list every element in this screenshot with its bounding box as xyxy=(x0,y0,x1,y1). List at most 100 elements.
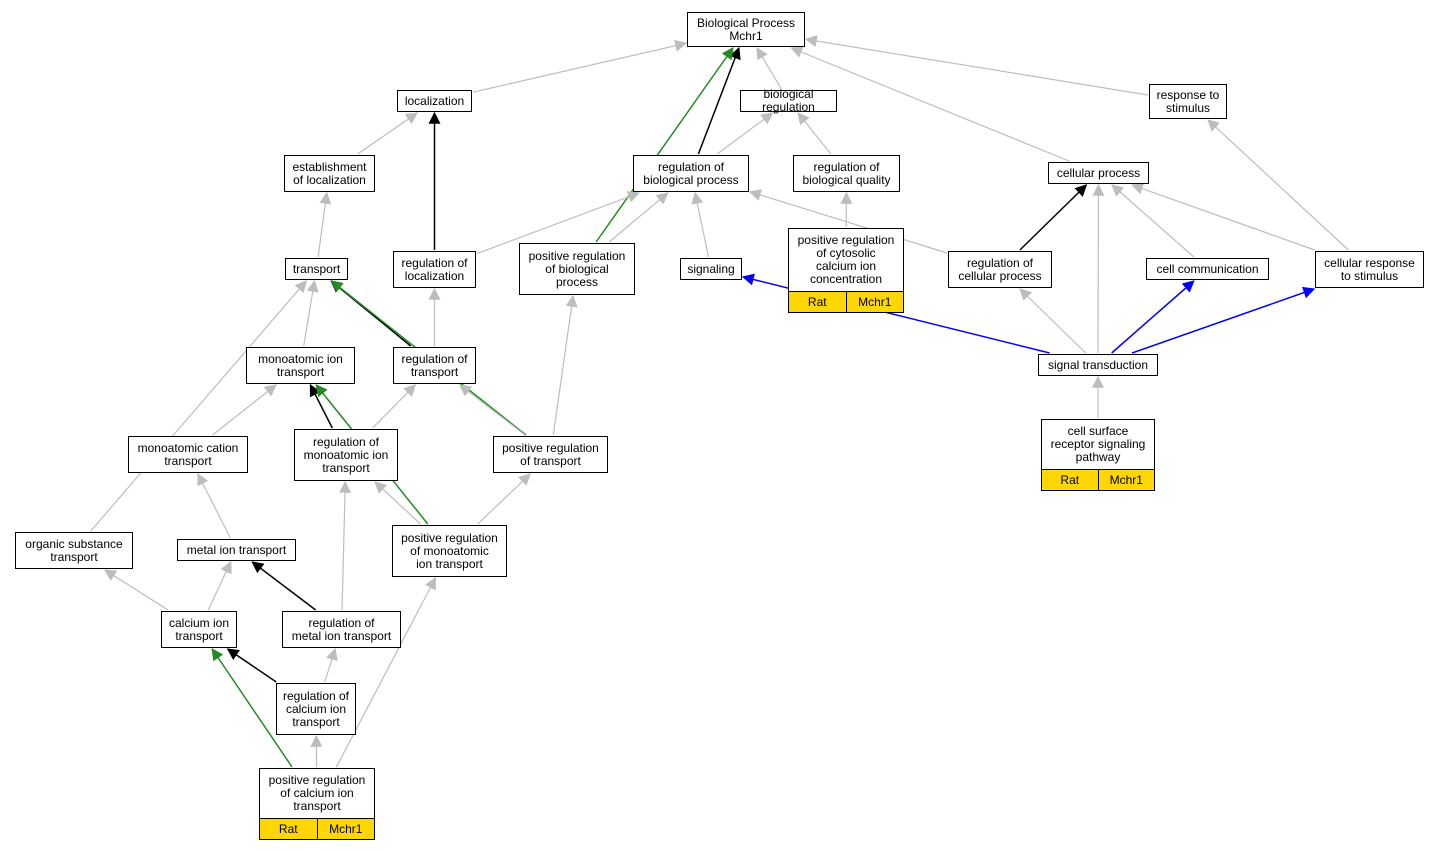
edge-sigtrans-to-cellresp xyxy=(1131,286,1316,354)
edge-regmonoion-to-monoion xyxy=(309,383,333,429)
edge-cellcomm-to-cellp xyxy=(1111,184,1195,258)
node-regulation-of-monoatomic-ion-transport[interactable]: regulation of monoatomic ion transport xyxy=(294,429,398,481)
edge-monocat-to-monoion xyxy=(212,384,277,436)
edge-transport-to-estloc xyxy=(317,191,332,258)
node-regulation-of-biological-quality[interactable]: regulation of biological quality xyxy=(793,155,900,192)
edge-sigtrans-to-regcellp xyxy=(1019,288,1087,354)
node-label: regulation of transport xyxy=(401,351,468,379)
node-label: signaling xyxy=(687,261,735,276)
edge-posregca-to-caion xyxy=(211,648,293,768)
node-label: Biological Process Mchr1 xyxy=(696,15,796,43)
node-label: monoatomic cation transport xyxy=(137,440,239,468)
edge-signaling-to-regbp xyxy=(691,191,710,258)
node-organic-substance-transport[interactable]: organic substance transport xyxy=(15,532,133,569)
edge-bioreg-to-bp xyxy=(756,46,782,90)
node-label: regulation of cellular process xyxy=(958,255,1042,283)
edge-regcaion-to-caion xyxy=(226,648,277,683)
node-positive-regulation-of-cytosolic-calcium-ion-concentration[interactable]: positive regulation of cytosolic calcium… xyxy=(788,228,904,313)
node-label: cell surface receptor signaling pathway xyxy=(1050,424,1146,464)
edge-regmetal-to-regmonoion xyxy=(339,480,352,611)
node-positive-regulation-of-biological-process[interactable]: positive regulation of biological proces… xyxy=(519,243,635,295)
node-regulation-of-metal-ion-transport[interactable]: regulation of metal ion transport xyxy=(282,611,401,648)
node-label: regulation of monoatomic ion transport xyxy=(303,434,389,475)
edge-regbp-to-bp xyxy=(697,46,741,155)
node-biological-regulation[interactable]: biological regulation xyxy=(740,87,837,114)
node-label: localization xyxy=(404,93,465,108)
node-label: regulation of localization xyxy=(401,255,468,283)
node-biological-process-mchr1[interactable]: Biological Process Mchr1 xyxy=(687,12,805,47)
node-label: transport xyxy=(292,261,341,276)
edge-regbp-to-bioreg xyxy=(716,112,774,155)
node-transport[interactable]: transport xyxy=(285,258,348,280)
edge-cellp-to-bp xyxy=(790,46,1070,162)
edge-posregmono-to-posregtrans xyxy=(477,473,531,525)
edge-regmonoion-to-regtrans xyxy=(372,384,417,429)
node-label: cell communication xyxy=(1156,261,1259,276)
edge-regcellp-to-regbp xyxy=(748,189,948,254)
node-monoatomic-ion-transport[interactable]: monoatomic ion transport xyxy=(246,347,355,384)
node-cell-communication[interactable]: cell communication xyxy=(1146,258,1269,280)
edge-caion-to-orgsub xyxy=(103,569,169,611)
node-regulation-of-biological-process[interactable]: regulation of biological process xyxy=(633,155,749,192)
edge-regloc-to-regbp xyxy=(476,191,641,255)
edge-estloc-to-loc xyxy=(357,112,419,155)
node-metal-ion-transport[interactable]: metal ion transport xyxy=(177,539,296,561)
edge-posregtrans-to-posregbp xyxy=(552,294,578,436)
edge-sigtrans-to-cellp xyxy=(1092,183,1105,354)
node-label: organic substance transport xyxy=(25,536,123,564)
node-label: monoatomic ion transport xyxy=(258,351,343,379)
node-response-to-stimulus[interactable]: response to stimulus xyxy=(1149,84,1227,119)
node-signal-transduction[interactable]: signal transduction xyxy=(1038,354,1158,376)
gene-tag[interactable]: Mchr1 xyxy=(1097,470,1154,490)
species-tag[interactable]: Rat xyxy=(260,819,317,839)
node-label: signal transduction xyxy=(1047,357,1149,372)
edge-loc-to-bp xyxy=(472,39,688,93)
node-positive-regulation-of-transport[interactable]: positive regulation of transport xyxy=(493,436,608,473)
edge-regcellp-to-cellp xyxy=(1019,184,1088,251)
node-regulation-of-localization[interactable]: regulation of localization xyxy=(393,251,476,288)
edge-orgsub-to-transport xyxy=(90,280,307,532)
edge-posregbp-to-bp xyxy=(595,47,734,243)
node-label: positive regulation of calcium ion trans… xyxy=(268,773,366,813)
node-label: metal ion transport xyxy=(186,542,287,557)
node-label: positive regulation of biological proces… xyxy=(528,248,626,289)
node-label: cellular response to stimulus xyxy=(1324,255,1415,283)
node-calcium-ion-transport[interactable]: calcium ion transport xyxy=(161,611,237,648)
edge-regbq-to-bioreg xyxy=(797,112,832,155)
node-label: cellular process xyxy=(1056,165,1141,180)
edge-cellresp-to-resp xyxy=(1207,119,1349,251)
node-label: positive regulation of cytosolic calcium… xyxy=(797,233,895,286)
edge-posregca-to-posregmono xyxy=(335,576,436,768)
edge-regmetal-to-metalion xyxy=(251,561,317,611)
node-localization[interactable]: localization xyxy=(397,90,472,112)
edge-posregtrans-to-regtrans xyxy=(458,384,526,436)
gene-tag[interactable]: Mchr1 xyxy=(316,819,374,839)
edge-resp-to-bp xyxy=(804,35,1149,96)
node-cellular-process[interactable]: cellular process xyxy=(1048,162,1149,184)
node-positive-regulation-of-monoatomic-ion-transport[interactable]: positive regulation of monoatomic ion tr… xyxy=(392,525,507,577)
node-establishment-of-localization[interactable]: establishment of localization xyxy=(284,155,375,192)
species-tag[interactable]: Rat xyxy=(789,292,846,312)
node-label: positive regulation of monoatomic ion tr… xyxy=(401,530,498,571)
node-label: positive regulation of transport xyxy=(502,440,599,468)
species-tag[interactable]: Rat xyxy=(1042,470,1098,490)
edge-monoion-to-transport xyxy=(303,279,319,347)
node-regulation-of-transport[interactable]: regulation of transport xyxy=(393,347,476,384)
node-positive-regulation-of-calcium-ion-transport[interactable]: positive regulation of calcium ion trans… xyxy=(259,768,375,840)
node-cellular-response-to-stimulus[interactable]: cellular response to stimulus xyxy=(1315,251,1424,288)
node-signaling[interactable]: signaling xyxy=(680,258,742,280)
node-regulation-of-calcium-ion-transport[interactable]: regulation of calcium ion transport xyxy=(276,683,356,735)
node-regulation-of-cellular-process[interactable]: regulation of cellular process xyxy=(948,251,1052,288)
edge-posregbp-to-regbp xyxy=(608,192,669,243)
node-label: regulation of metal ion transport xyxy=(291,615,392,643)
node-label: biological regulation xyxy=(762,87,815,114)
edge-caion-to-metalion xyxy=(207,560,232,611)
edge-metalion-to-monocat xyxy=(197,472,231,539)
node-monoatomic-cation-transport[interactable]: monoatomic cation transport xyxy=(128,436,248,473)
gene-tag[interactable]: Mchr1 xyxy=(845,292,903,312)
node-label: response to stimulus xyxy=(1156,87,1220,115)
